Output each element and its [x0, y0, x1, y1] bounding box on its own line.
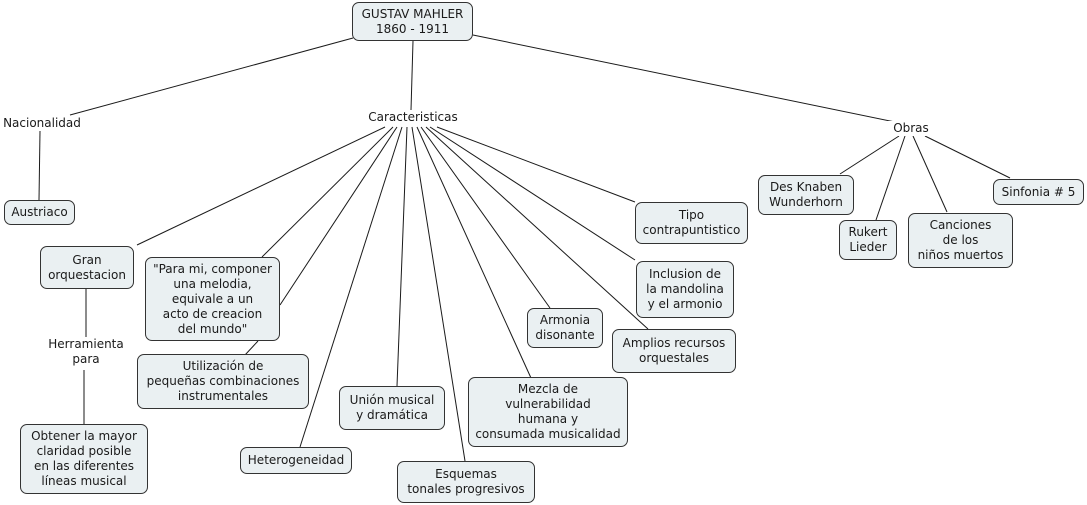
node-des-knaben-wunderhorn[interactable]: Des Knaben Wunderhorn [758, 175, 854, 215]
link-nacionalidad-austriaco [38, 130, 41, 201]
link-obras-sinfonia [924, 135, 1011, 179]
node-austriaco[interactable]: Austriaco [4, 200, 75, 225]
node-obtener-claridad[interactable]: Obtener la mayor claridad posible en las… [20, 424, 148, 494]
link-car-gran [136, 126, 386, 246]
link-car-mezcla [416, 126, 532, 379]
link-car-utilizacion [279, 126, 398, 306]
node-gran-orquestacion[interactable]: Gran orquestacion [40, 246, 134, 289]
node-mezcla[interactable]: Mezcla de vulnerabilidad humana y consum… [468, 377, 628, 447]
root-node-gustav-mahler[interactable]: GUSTAV MAHLER 1860 - 1911 [352, 2, 473, 41]
link-car-tipo [436, 126, 636, 203]
node-union-musical[interactable]: Unión musical y dramática [339, 386, 445, 430]
link-obras-canciones [912, 135, 948, 213]
link-car-inclusion [429, 126, 636, 261]
node-rukert-lieder[interactable]: Rukert Lieder [839, 220, 897, 260]
link-car-heterogeneidad [299, 126, 403, 448]
node-quote-melodia[interactable]: "Para mi, componer una melodia, equivale… [145, 257, 280, 341]
link-car-esquemas [411, 126, 466, 462]
node-esquemas-tonales[interactable]: Esquemas tonales progresivos [397, 461, 535, 503]
node-heterogeneidad[interactable]: Heterogeneidad [240, 447, 352, 474]
node-canciones-ninos-muertos[interactable]: Canciones de los niños muertos [908, 213, 1013, 268]
link-obras-rukert [875, 135, 906, 221]
link-root-caracteristicas [410, 40, 414, 111]
link-car-quote [261, 126, 394, 258]
node-armonia-disonante[interactable]: Armonia disonante [527, 308, 603, 348]
link-root-obras [472, 34, 896, 123]
link-car-armonia [420, 126, 551, 309]
label-caracteristicas: Caracteristicas [362, 110, 464, 125]
label-obras: Obras [886, 121, 936, 136]
node-sinfonia-5[interactable]: Sinfonia # 5 [993, 179, 1084, 205]
node-amplios-recursos[interactable]: Amplios recursos orquestales [612, 329, 736, 373]
link-root-nacionalidad [69, 37, 354, 116]
node-utilizacion[interactable]: Utilización de pequeñas combinaciones in… [137, 354, 309, 409]
node-tipo-contrapuntistico[interactable]: Tipo contrapuntistico [635, 202, 748, 244]
link-quote-utilizacion [244, 340, 259, 356]
node-inclusion-mandolina[interactable]: Inclusion de la mandolina y el armonio [636, 261, 734, 318]
link-car-union [396, 126, 408, 387]
label-herramienta-para: Herramienta para [40, 337, 132, 367]
label-nacionalidad: Nacionalidad [0, 116, 84, 131]
link-car-amplios [425, 126, 649, 330]
link-obras-desknaben [839, 135, 900, 175]
